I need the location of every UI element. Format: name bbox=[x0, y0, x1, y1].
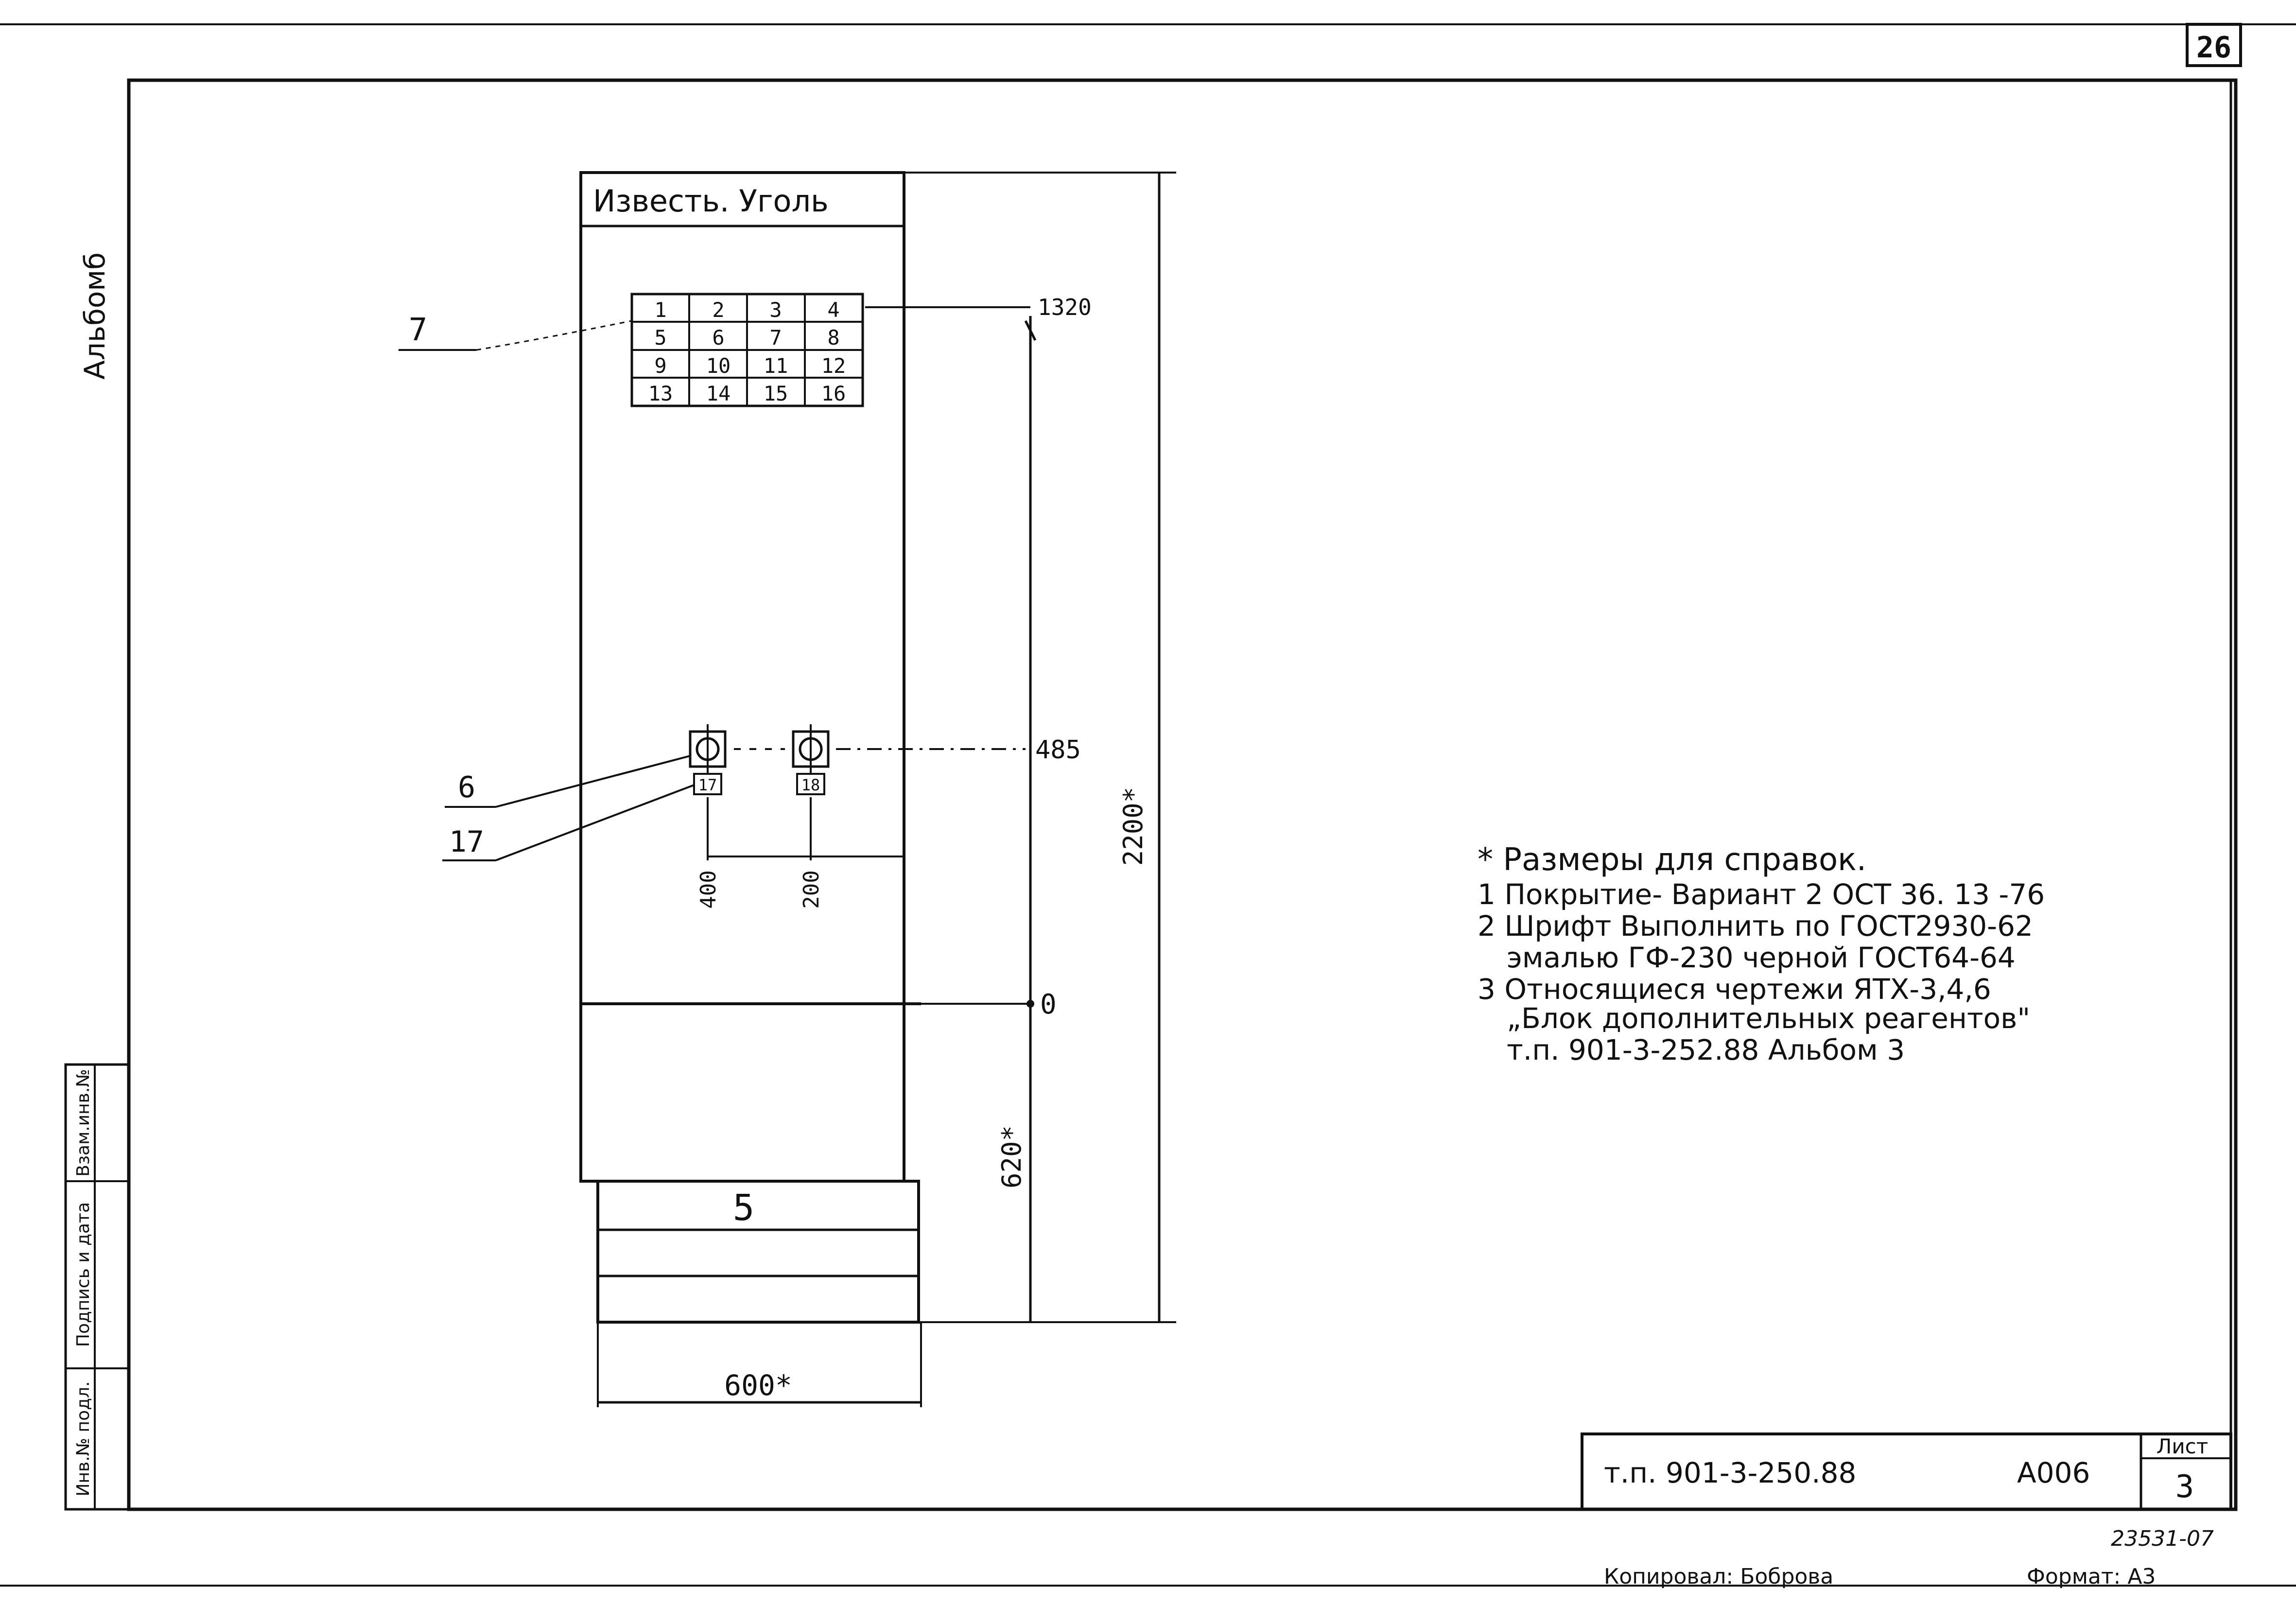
grid-cell: 5 bbox=[654, 326, 666, 349]
note-line: 3 Относящиеся чертежи ЯТХ-3,4,6 bbox=[1478, 973, 1991, 1006]
grid-cell: 7 bbox=[769, 326, 782, 349]
notes: * Размеры для справок. 1 Покрытие- Вариа… bbox=[1478, 842, 2045, 1066]
grid-cell: 10 bbox=[706, 354, 731, 378]
cabinet: Известь. Уголь 5 bbox=[579, 171, 921, 1324]
grid-cell: 14 bbox=[706, 382, 731, 405]
title-block: т.п. 901-3-250.88 А006 Лист 3 bbox=[1581, 1432, 2232, 1511]
archive-number: 23531-07 bbox=[2111, 1526, 2214, 1551]
dim-mid-mark: 485 bbox=[1035, 735, 1081, 765]
stamp-inventory: Инв.№ подл. bbox=[73, 1381, 93, 1497]
grid-cell: 1 bbox=[654, 298, 666, 322]
grid-cell: 12 bbox=[821, 354, 846, 378]
note-line: эмалью ГФ-230 черной ГОСТ64-64 bbox=[1507, 941, 2016, 974]
grid-cell: 13 bbox=[648, 382, 673, 405]
dim-base-height: 620* bbox=[996, 1125, 1027, 1188]
copied-by: Копировал: Боброва bbox=[1604, 1564, 1833, 1589]
grid-cell: 2 bbox=[712, 298, 724, 322]
grid-cell: 3 bbox=[769, 298, 782, 322]
dim-overall-height: 2200* bbox=[1118, 787, 1148, 866]
callout-tag-label: 17 bbox=[449, 825, 484, 859]
stamp-signature-date: Подпись и дата bbox=[73, 1202, 93, 1347]
dim-offset-between: 200 bbox=[799, 870, 824, 908]
plinth-label: 5 bbox=[733, 1187, 755, 1229]
sheet-number: 26 bbox=[2196, 31, 2231, 65]
grid-cell: 9 bbox=[654, 354, 666, 378]
note-line: 2 Шрифт Выполнить по ГОСТ2930-62 bbox=[1478, 909, 2033, 943]
terminal-grid: 1 2 3 4 5 6 7 8 9 10 11 12 13 14 15 16 bbox=[630, 293, 864, 407]
dim-zero-mark: 0 bbox=[1040, 989, 1057, 1020]
grid-cell: 16 bbox=[821, 382, 846, 405]
callout-tag: 17 bbox=[442, 784, 695, 861]
callout-device-label: 6 bbox=[458, 770, 475, 804]
stamp-replacement: Взам.инв.№ bbox=[73, 1069, 93, 1177]
sheet-label: Лист bbox=[2157, 1434, 2208, 1458]
grid-cell: 6 bbox=[712, 326, 724, 349]
device-tag: 17 bbox=[698, 776, 717, 794]
note-line: т.п. 901-3-252.88 Альбом 3 bbox=[1507, 1033, 1905, 1066]
project-number: т.п. 901-3-250.88 bbox=[1604, 1456, 1856, 1489]
dim-width: 600* bbox=[724, 1369, 792, 1402]
grid-cell: 11 bbox=[764, 354, 788, 378]
callout-grid: 7 bbox=[399, 312, 632, 351]
device-tag: 18 bbox=[801, 776, 820, 794]
grid-cell: 8 bbox=[827, 326, 839, 349]
device-right: 18 bbox=[792, 724, 830, 795]
sheet-value: 3 bbox=[2175, 1469, 2194, 1505]
callout-device: 6 bbox=[445, 755, 691, 808]
note-line: „Блок дополнительных реагентов" bbox=[1507, 1002, 2030, 1035]
note-line: 1 Покрытие- Вариант 2 ОСТ 36. 13 -76 bbox=[1478, 878, 2045, 911]
device-left: 17 bbox=[689, 724, 727, 795]
side-stamp: Инв.№ подл. Подпись и дата Взам.инв.№ bbox=[64, 1063, 130, 1511]
format-label: Формат: А3 bbox=[2027, 1564, 2156, 1589]
cabinet-title: Известь. Уголь bbox=[593, 183, 829, 219]
drawing-code: А006 bbox=[2017, 1456, 2090, 1489]
note-line: * Размеры для справок. bbox=[1478, 842, 1866, 878]
dim-offset-left: 400 bbox=[696, 870, 721, 908]
callout-grid-label: 7 bbox=[409, 312, 428, 348]
grid-cell: 4 bbox=[827, 298, 839, 322]
grid-cell: 15 bbox=[764, 382, 788, 405]
dim-top-mark: 1320 bbox=[1038, 294, 1092, 320]
album-label: Альбомб bbox=[78, 252, 111, 380]
